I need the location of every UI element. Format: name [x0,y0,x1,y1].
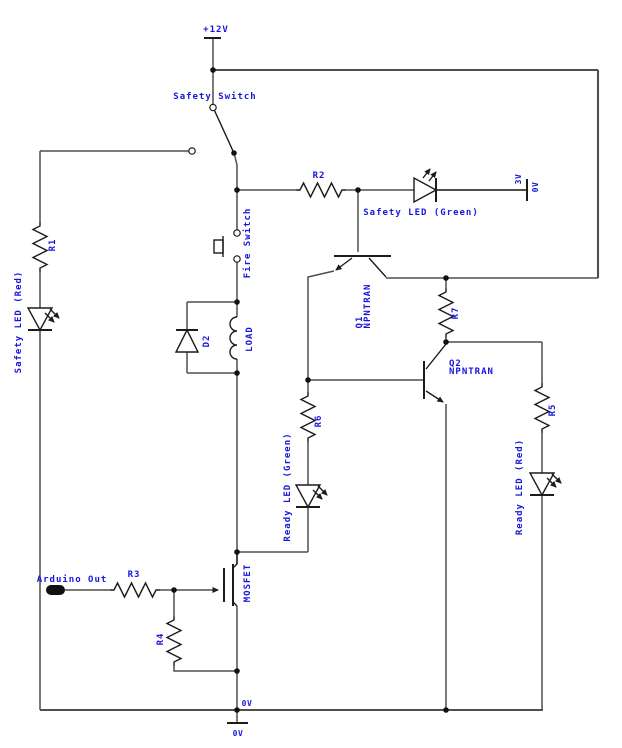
r6-label: R6 [314,414,324,428]
ready-led-green-label: Ready LED (Green) [283,432,293,542]
resistor-r2-symbol [296,181,346,199]
safety-led-green-label: Safety LED (Green) [363,208,479,218]
r3-label: R3 [127,570,141,580]
ready-led-red-symbol [528,472,562,497]
safety-switch-label: Safety Switch [173,92,257,102]
safety-led-red-symbol [26,307,60,332]
resistor-r7-symbol [437,288,455,338]
gnd-junction-label: 0V [241,699,253,708]
d2-label: D2 [202,334,212,348]
resistor-r6-symbol [299,392,317,442]
ready-led-green-symbol [294,484,328,509]
r7-label: R7 [451,306,461,320]
transistor-q2-symbol [423,342,447,403]
fire-switch-symbol [213,229,241,263]
r4-label: R4 [156,632,166,646]
voltage-0v-wire-label: 0V [531,181,540,193]
wires [39,38,600,712]
safety-switch-symbol [188,103,234,155]
gnd-terminal-label: 0V [232,729,244,738]
resistor-r1-symbol [31,222,49,272]
safety-led-red-label: Safety LED (Red) [14,270,24,374]
fire-switch-label: Fire Switch [243,207,253,279]
q2-type: NPNTRAN [449,366,494,377]
voltage-3v-label: 3V [514,173,523,185]
arduino-out-label: Arduino Out [36,575,108,585]
mosfet-label: MOSFET [243,563,253,603]
transistor-q1-symbol [334,255,391,278]
safety-led-green-symbol [413,168,438,204]
diode-d2-symbol [174,328,200,353]
arduino-out-terminal-symbol [46,585,65,595]
load-inductor-symbol [229,316,238,360]
r1-label: R1 [48,238,58,252]
resistor-r3-symbol [110,581,160,599]
q1-type: NPNTRAN [363,283,373,329]
r5-label: R5 [548,403,558,417]
junction-dots [171,67,449,713]
vcc-label: +12V [203,25,229,35]
load-label: LOAD [245,326,255,352]
mosfet-symbol [174,552,238,607]
resistor-r5-symbol [533,383,551,433]
q2-ref: Q2 [449,359,462,369]
ready-led-red-label: Ready LED (Red) [515,438,525,536]
resistor-r4-symbol [165,616,183,666]
r2-label: R2 [312,171,326,181]
